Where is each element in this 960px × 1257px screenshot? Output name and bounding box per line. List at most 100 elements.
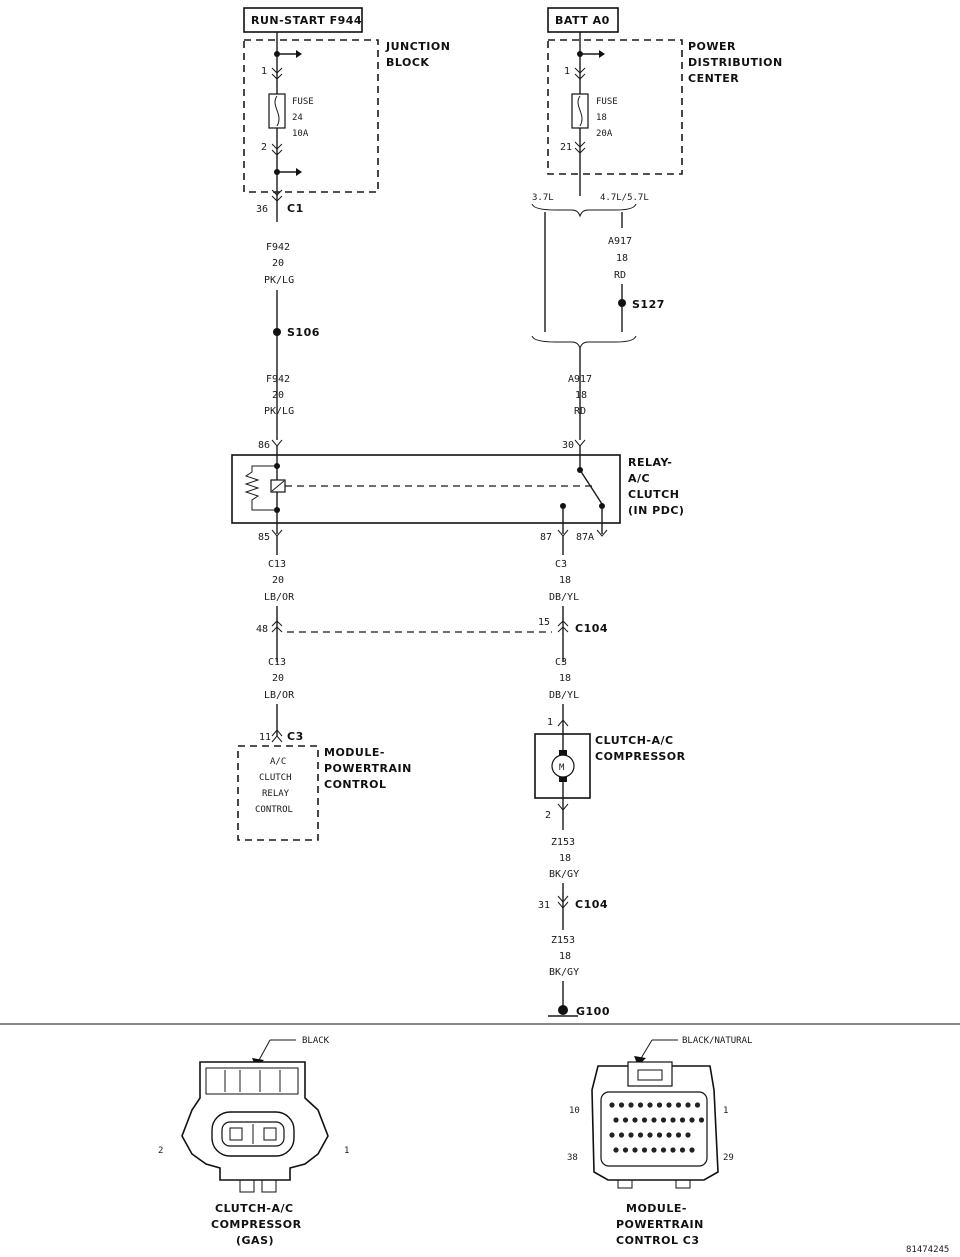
svg-text:COMPRESSOR: COMPRESSOR [211, 1218, 302, 1231]
svg-text:1: 1 [344, 1146, 349, 1156]
svg-text:F942: F942 [266, 242, 290, 253]
svg-text:C104: C104 [575, 898, 608, 911]
svg-text:CONTROL: CONTROL [324, 778, 386, 791]
svg-text:RD: RD [574, 406, 586, 417]
pcm-pin [694, 1102, 701, 1108]
pcm-pin [666, 1102, 672, 1108]
svg-text:F942: F942 [266, 374, 290, 385]
svg-text:20: 20 [272, 390, 284, 401]
svg-text:87: 87 [540, 532, 552, 543]
svg-text:86: 86 [258, 440, 270, 451]
svg-text:3.7L: 3.7L [532, 193, 554, 203]
pcm-pin [647, 1102, 653, 1108]
svg-text:BK/GY: BK/GY [549, 869, 579, 880]
junction-block: 1 FUSE 24 10A 2 JUNCTION BLOCK [243, 32, 450, 222]
svg-text:20: 20 [272, 258, 284, 269]
svg-text:C3: C3 [555, 559, 567, 570]
batt-label: BATT A0 [547, 7, 619, 33]
svg-text:RD: RD [614, 270, 626, 281]
pcm-pin [675, 1132, 682, 1138]
pcm-pin [613, 1147, 619, 1153]
svg-text:Z153: Z153 [551, 837, 575, 848]
pcm-pin [675, 1102, 682, 1108]
pcm-module: A/C CLUTCH RELAY CONTROL MODULE- POWERTR… [237, 745, 412, 841]
svg-text:BK/GY: BK/GY [549, 967, 579, 978]
power-distribution-center: 1 FUSE 18 20A 21 POWER DISTRIBUTION CENT… [547, 32, 782, 196]
svg-text:21: 21 [560, 142, 572, 153]
svg-text:POWERTRAIN: POWERTRAIN [324, 762, 412, 775]
pcm-pin [685, 1132, 691, 1138]
pcm-pin [637, 1132, 644, 1138]
svg-text:4.7L/5.7L: 4.7L/5.7L [600, 193, 649, 203]
splice-s106 [273, 328, 281, 336]
pcm-pin [628, 1102, 634, 1108]
pcm-pin [689, 1147, 695, 1153]
svg-text:31: 31 [538, 900, 550, 911]
svg-text:CENTER: CENTER [688, 72, 739, 85]
svg-text:20: 20 [272, 673, 284, 684]
pcm-pin [666, 1132, 672, 1138]
pcm-pin [641, 1147, 648, 1153]
svg-text:20: 20 [272, 575, 284, 586]
pcm-pin [647, 1132, 653, 1138]
svg-text:CLUTCH-A/C: CLUTCH-A/C [595, 734, 674, 747]
svg-text:CLUTCH-A/C: CLUTCH-A/C [215, 1202, 294, 1215]
svg-text:48: 48 [256, 624, 268, 635]
svg-text:MODULE-: MODULE- [626, 1202, 687, 1215]
svg-text:C3: C3 [555, 657, 567, 668]
pcm-pin [685, 1102, 691, 1108]
svg-text:Z153: Z153 [551, 935, 575, 946]
right-circuit-lower: 87 87A C3 18 DB/YL 15 C104 C3 18 DB/YL 1 [538, 529, 608, 734]
svg-text:38: 38 [567, 1153, 578, 1163]
svg-text:CLUTCH: CLUTCH [628, 488, 679, 501]
svg-text:BLOCK: BLOCK [386, 56, 429, 69]
pcm-pin [622, 1117, 629, 1123]
svg-text:BLACK: BLACK [302, 1036, 330, 1046]
svg-text:10A: 10A [292, 129, 309, 139]
svg-text:FUSE: FUSE [292, 97, 314, 107]
pcm-pin [613, 1117, 619, 1123]
svg-text:FUSE: FUSE [596, 97, 618, 107]
pcm-pin [632, 1147, 638, 1153]
svg-text:18: 18 [559, 673, 571, 684]
svg-text:85: 85 [258, 532, 270, 543]
svg-text:DB/YL: DB/YL [549, 690, 579, 701]
left-circuit-lower: 85 C13 20 LB/OR 48 C13 20 LB/OR 11 C3 [256, 529, 552, 743]
pcm-pin [698, 1117, 705, 1123]
relay-switch-icon [579, 469, 603, 505]
pcm-pin [679, 1117, 686, 1123]
svg-text:PK/LG: PK/LG [264, 275, 294, 286]
svg-text:1: 1 [564, 66, 570, 77]
svg-text:24: 24 [292, 113, 303, 123]
svg-text:20A: 20A [596, 129, 613, 139]
figure-id: 81474245 [906, 1245, 949, 1255]
pcm-pin [637, 1102, 644, 1108]
pcm-pin [670, 1117, 676, 1123]
svg-text:1: 1 [261, 66, 267, 77]
svg-text:CONTROL C3: CONTROL C3 [616, 1234, 700, 1247]
svg-text:PK/LG: PK/LG [264, 406, 294, 417]
svg-text:MODULE-: MODULE- [324, 746, 385, 759]
pcm-pin [679, 1147, 686, 1153]
relay-ac-clutch: RELAY- A/C CLUTCH (IN PDC) [231, 446, 684, 534]
svg-text:18: 18 [616, 253, 628, 264]
pcm-pin [641, 1117, 648, 1123]
svg-text:1: 1 [547, 717, 553, 728]
pcm-pin [618, 1132, 625, 1138]
svg-text:RELAY: RELAY [262, 789, 290, 799]
svg-text:C1: C1 [287, 202, 304, 215]
pcm-pin [656, 1132, 663, 1138]
svg-text:POWER: POWER [688, 40, 736, 53]
pcm-pin [622, 1147, 629, 1153]
svg-text:18: 18 [559, 951, 571, 962]
svg-text:CONTROL: CONTROL [255, 805, 293, 815]
svg-text:S106: S106 [287, 326, 320, 339]
svg-text:S127: S127 [632, 298, 665, 311]
pcm-pin [651, 1147, 657, 1153]
svg-text:C3: C3 [287, 730, 304, 743]
pcm-pin [618, 1102, 625, 1108]
splice-s127 [618, 299, 626, 307]
svg-text:18: 18 [559, 575, 571, 586]
svg-text:JUNCTION: JUNCTION [385, 40, 450, 53]
